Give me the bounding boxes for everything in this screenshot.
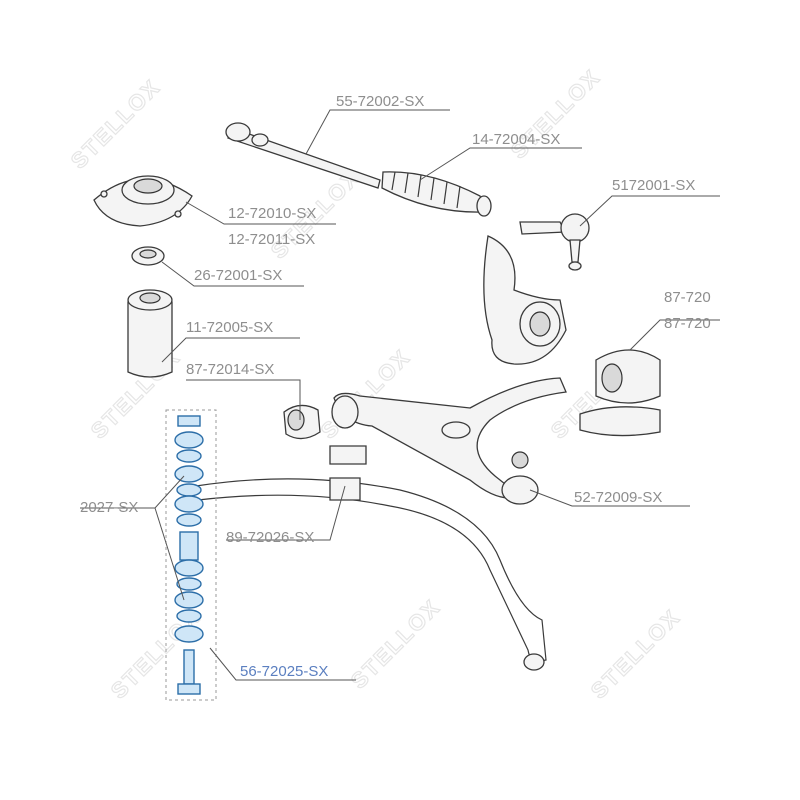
tie-rod [225, 122, 381, 189]
strut-bearing [131, 246, 165, 266]
label-link-kit: 2027-SX [80, 499, 138, 516]
leader-lines [80, 109, 720, 681]
label-rear-bushing-2: 87-720 [664, 315, 711, 332]
label-tie-rod-end: 5172001-SX [612, 177, 695, 194]
bump-stop [127, 289, 173, 378]
label-rear-bushing-1: 87-720 [664, 289, 711, 306]
label-strut-mount-2: 12-72011-SX [228, 231, 315, 248]
label-ball-joint: 52-72009-SX [574, 489, 662, 506]
front-bushing [283, 404, 321, 440]
lower-control-arm [331, 377, 567, 505]
strut-mount [93, 175, 193, 227]
rear-bushings [579, 349, 661, 437]
label-bearing: 26-72001-SX [194, 267, 282, 284]
watermark-9: STELLOX [586, 604, 685, 703]
label-link-bolt: 56-72025-SX [240, 663, 328, 680]
stabilizer-link-kit [165, 409, 217, 701]
steering-knuckle [483, 235, 567, 365]
watermark-3: STELLOX [506, 64, 605, 163]
stabilizer-bar [195, 445, 547, 671]
tie-rod-end [519, 213, 590, 271]
watermark-1: STELLOX [66, 74, 165, 173]
label-front-bushing: 87-72014-SX [186, 361, 274, 378]
steering-boot [381, 171, 492, 217]
label-strut-mount-1: 12-72010-SX [228, 205, 316, 222]
label-stab-bushing: 89-72026-SX [226, 529, 314, 546]
label-bump-stop: 11-72005-SX [186, 319, 273, 336]
watermark-layer: STELLOX STELLOX STELLOX STELLOX STELLOX … [65, 64, 686, 705]
label-boot: 14-72004-SX [472, 131, 560, 148]
part-labels: 55-72002-SX 14-72004-SX 5172001-SX 12-72… [80, 93, 711, 680]
watermark-8: STELLOX [346, 594, 445, 693]
label-tie-rod: 55-72002-SX [336, 93, 424, 110]
